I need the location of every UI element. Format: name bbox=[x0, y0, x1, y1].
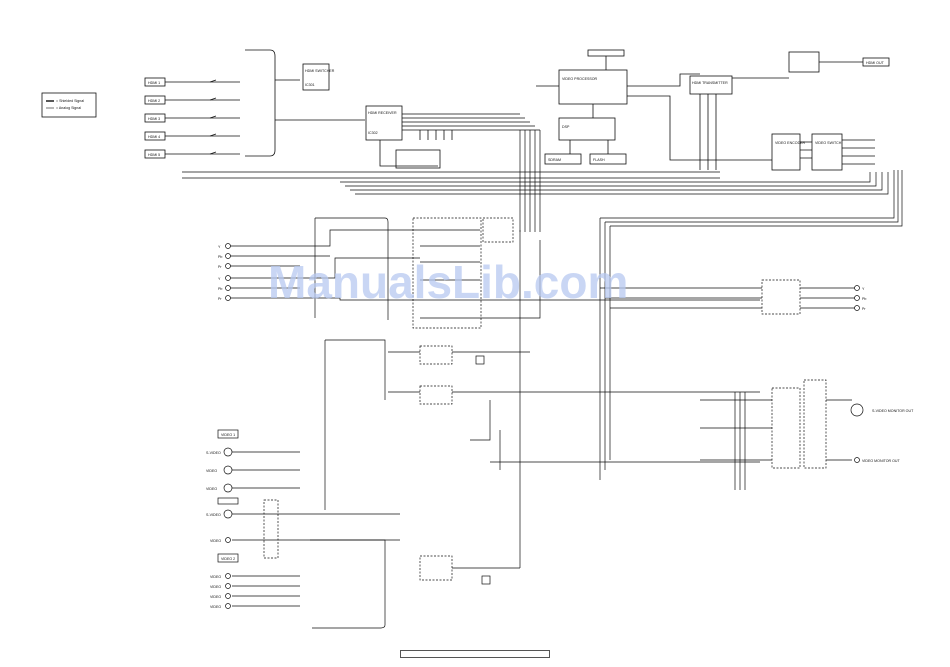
video-monitor-out-label: VIDEO MONITOR OUT bbox=[862, 459, 900, 463]
svideo-monitor-out-label: S-VIDEO MONITOR OUT bbox=[872, 409, 914, 413]
flash-label: FLASH bbox=[593, 158, 605, 162]
video-switch-label: VIDEO SWITCH bbox=[815, 141, 842, 145]
hdmi-label-5: HDMI 5 bbox=[148, 153, 160, 157]
video-input-labels: VIDEO 1 VIDEO 2 S-VIDEO VIDEO VIDEO S-VI… bbox=[206, 433, 235, 609]
video-processor-block bbox=[536, 49, 700, 165]
video-encoder-label: VIDEO ENCODER bbox=[775, 141, 806, 145]
svg-text:VIDEO: VIDEO bbox=[210, 575, 221, 579]
hdmi-switcher-label: HDMI SWITCHER bbox=[305, 69, 335, 73]
component-output-labels: Y Pb Pr bbox=[862, 287, 866, 311]
video-encoder-block bbox=[627, 95, 875, 171]
svg-text:S-VIDEO: S-VIDEO bbox=[206, 513, 221, 517]
signal-bus-lines bbox=[182, 130, 903, 480]
svg-text:Pb: Pb bbox=[862, 297, 866, 301]
hdmi-transmitter-block bbox=[689, 51, 890, 170]
legend-line-1: = Shielded Signal bbox=[56, 99, 84, 103]
svg-text:VIDEO 1: VIDEO 1 bbox=[221, 433, 235, 437]
svg-text:VIDEO: VIDEO bbox=[210, 585, 221, 589]
sdram-label: SDRAM bbox=[548, 158, 561, 162]
svg-text:VIDEO 2: VIDEO 2 bbox=[221, 557, 235, 561]
video-processor-label: VIDEO PROCESSOR bbox=[562, 77, 598, 81]
component-output-area bbox=[600, 279, 860, 315]
component-switch-area bbox=[230, 217, 760, 329]
svg-text:VIDEO: VIDEO bbox=[210, 605, 221, 609]
hdmi-receiver-label: HDMI RECEIVER bbox=[368, 111, 397, 115]
hdmi-label-4: HDMI 4 bbox=[148, 135, 160, 139]
hdmi-output-label: HDMI OUT bbox=[866, 61, 885, 65]
svg-text:Y: Y bbox=[862, 287, 865, 291]
component-input-labels: Y Pb Pr Y Pb Pr bbox=[218, 245, 222, 301]
svg-text:VIDEO: VIDEO bbox=[210, 539, 221, 543]
svg-text:VIDEO: VIDEO bbox=[210, 595, 221, 599]
svg-text:Pr: Pr bbox=[218, 297, 222, 301]
page-footer-box bbox=[400, 650, 550, 658]
svg-text:Pb: Pb bbox=[218, 255, 222, 259]
component-input-jacks bbox=[225, 243, 231, 301]
dsp-label: DSP bbox=[562, 125, 570, 129]
svg-text:Y: Y bbox=[218, 245, 221, 249]
hdmi-label-2: HDMI 2 bbox=[148, 99, 160, 103]
hdmi-transmitter-label: HDMI TRANSMITTER bbox=[692, 81, 728, 85]
hdmi-input-connectors bbox=[144, 77, 240, 159]
video-switch-lower bbox=[324, 230, 760, 585]
ic-label-301: IC301 bbox=[305, 83, 315, 87]
svg-text:VIDEO: VIDEO bbox=[206, 487, 217, 491]
hdmi-input-labels: HDMI 1 HDMI 2 HDMI 3 HDMI 4 HDMI 5 bbox=[148, 81, 160, 157]
svg-text:Pb: Pb bbox=[218, 287, 222, 291]
legend-line-2: = Analog Signal bbox=[56, 106, 81, 110]
hdmi-switcher-bracket bbox=[245, 49, 365, 157]
svg-text:Pr: Pr bbox=[862, 307, 866, 311]
hdmi-receiver-block bbox=[365, 105, 540, 169]
ic-label-302: IC302 bbox=[368, 131, 378, 135]
hdmi-label-1: HDMI 1 bbox=[148, 81, 160, 85]
watermark-text: ManualsLib.com bbox=[268, 256, 628, 308]
svg-text:VIDEO: VIDEO bbox=[206, 469, 217, 473]
video-input-section bbox=[217, 429, 400, 629]
monitor-output-area bbox=[700, 379, 864, 490]
legend-box: = Shielded Signal = Analog Signal bbox=[41, 92, 97, 118]
svg-text:Y: Y bbox=[218, 277, 221, 281]
svg-text:S-VIDEO: S-VIDEO bbox=[206, 451, 221, 455]
svg-text:Pr: Pr bbox=[218, 265, 222, 269]
hdmi-label-3: HDMI 3 bbox=[148, 117, 160, 121]
